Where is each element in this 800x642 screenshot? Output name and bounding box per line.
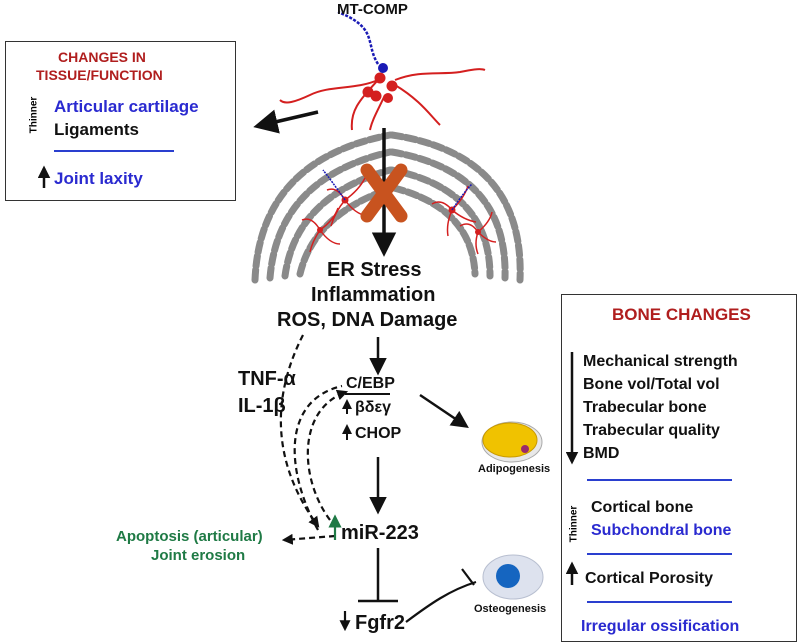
inflammation-label: Inflammation	[311, 284, 436, 306]
tissue-box-title-line2: TISSUE/FUNCTION	[36, 67, 163, 83]
mir223-label: miR-223	[341, 522, 419, 544]
inhibit-osteo-to-fgfr2	[405, 580, 477, 623]
bone-item-trabecular-quality: Trabecular quality	[583, 422, 720, 439]
cebp-isoforms-label: βδεγ	[355, 399, 391, 416]
tissue-articular-cartilage: Articular cartilage	[54, 97, 199, 116]
dashed-feedback	[279, 334, 349, 545]
arrow-cebp-to-adipo	[419, 393, 469, 428]
bone-changes-box	[561, 294, 797, 642]
mtcomp-molecule	[279, 10, 486, 131]
bone-box-title: BONE CHANGES	[612, 305, 751, 324]
tissue-divider	[54, 150, 174, 152]
arrow-to-tissue-box	[253, 109, 319, 134]
er-membrane	[251, 131, 524, 284]
apoptosis-label: Apoptosis (articular)	[116, 528, 263, 545]
adipocyte-icon	[481, 421, 543, 463]
joint-erosion-label: Joint erosion	[151, 547, 246, 564]
er-stress-label: ER Stress	[327, 259, 422, 281]
bone-cortical-bone: Cortical bone	[591, 499, 694, 516]
bone-cortical-porosity: Cortical Porosity	[585, 570, 714, 587]
fgfr2-label: Fgfr2	[355, 612, 405, 634]
bone-divider-3	[587, 601, 732, 603]
bone-irregular-ossification: Irregular ossification	[581, 618, 740, 635]
tissue-ligaments: Ligaments	[54, 120, 140, 139]
osteogenesis-label: Osteogenesis	[474, 603, 547, 615]
tissue-box-title-line1: CHANGES IN	[58, 49, 146, 65]
bone-item-trabecular-bone: Trabecular bone	[583, 399, 707, 416]
bone-divider-1	[587, 479, 732, 481]
chop-label: CHOP	[355, 425, 402, 442]
tissue-function-box	[5, 41, 236, 201]
tissue-joint-laxity: Joint laxity	[54, 169, 143, 188]
bone-subchondral-bone: Subchondral bone	[591, 522, 732, 539]
il1-beta-label: IL-1β	[238, 395, 286, 417]
adipogenesis-label: Adipogenesis	[478, 463, 551, 475]
osteoblast-icon	[482, 554, 544, 600]
bone-item-bmd: BMD	[583, 445, 620, 462]
ros-dna-damage-label: ROS, DNA Damage	[277, 309, 458, 331]
bone-item-bv-tv: Bone vol/Total vol	[583, 376, 720, 393]
block-x-mark	[360, 163, 408, 223]
inhibit-mir-to-fgfr2	[358, 548, 398, 603]
trapped-mtcomp-right	[431, 183, 497, 255]
mtcomp-label: MT-COMP	[337, 1, 408, 18]
tissue-thinner-label: Thinner	[28, 96, 40, 134]
bone-thinner-label: Thinner	[568, 505, 580, 543]
trapped-mtcomp-left	[301, 169, 368, 253]
bone-item-mechanical-strength: Mechanical strength	[583, 353, 738, 370]
bone-divider-2	[587, 553, 732, 555]
cebp-label: C/EBP	[346, 375, 395, 392]
tnf-alpha-label: TNF-α	[238, 368, 296, 390]
